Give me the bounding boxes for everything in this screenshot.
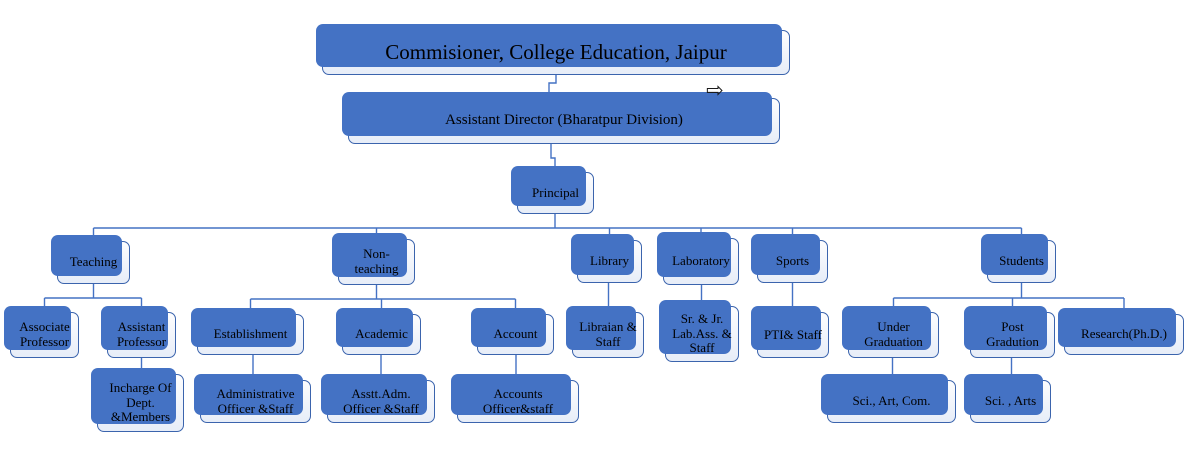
node-librarian-staff: Libraian & Staff — [566, 306, 644, 358]
node-accounts-officer: Accounts Officer&staff — [451, 374, 579, 423]
node-sports: Sports — [751, 234, 828, 283]
node-under-graduation: Under Graduation — [842, 306, 939, 358]
node-sci-arts: Sci. , Arts — [964, 374, 1051, 423]
node-label: Academic — [355, 326, 408, 342]
node-assistant-director: Assistant Director (Bharatpur Division) — [342, 92, 780, 144]
node-administrative-officer: Administrative Officer &Staff — [194, 374, 311, 423]
node-library: Library — [571, 234, 642, 283]
node-teaching: Teaching — [51, 235, 130, 284]
node-research-phd: Research(Ph.D.) — [1058, 308, 1184, 355]
node-label: Laboratory — [672, 253, 730, 269]
node-establishment: Establishment — [191, 308, 304, 355]
node-label: Accounts Officer&staff — [482, 385, 554, 416]
node-label: Assistant Director (Bharatpur Division) — [445, 112, 683, 129]
node-label: Asstt.Adm. Officer &Staff — [343, 385, 419, 416]
node-principal: Principal — [511, 166, 594, 214]
node-label: Library — [590, 253, 629, 269]
node-academic: Academic — [336, 308, 421, 355]
node-sci-art-com: Sci., Art, Com. — [821, 374, 956, 423]
node-label: Students — [999, 253, 1044, 269]
node-label: Commisioner, College Education, Jaipur — [385, 40, 727, 65]
node-label: Libraian & Staff — [579, 319, 637, 349]
node-label: Under Graduation — [864, 319, 923, 349]
node-pti-staff: PTI& Staff — [751, 306, 829, 358]
node-laboratory: Laboratory — [657, 232, 739, 285]
right-arrow-icon: ⇨ — [706, 78, 724, 102]
node-label: Associate Professor — [19, 319, 70, 349]
node-label: Principal — [532, 184, 579, 200]
node-label: Sci., Art, Com. — [852, 393, 931, 409]
node-commissioner: Commisioner, College Education, Jaipur — [316, 24, 790, 75]
node-lab-assistants: Sr. & Jr. Lab.Ass. & Staff — [659, 300, 739, 362]
node-post-graduation: Post Gradution — [964, 306, 1055, 358]
node-label: Account — [493, 326, 538, 342]
node-label: Incharge Of Dept. &Members — [109, 379, 172, 425]
node-label: Sci. , Arts — [984, 393, 1037, 409]
node-label: Assistant Professor — [116, 319, 167, 349]
node-students: Students — [981, 234, 1056, 283]
node-assistant-professor: Assistant Professor — [101, 306, 176, 358]
node-label: Establishment — [213, 326, 288, 342]
node-label: Sports — [775, 253, 810, 269]
node-account: Account — [471, 308, 554, 355]
node-label: PTI& Staff — [764, 326, 822, 342]
node-label: Administrative Officer &Staff — [216, 385, 295, 416]
node-incharge-dept: Incharge Of Dept. &Members — [91, 368, 184, 432]
node-associate-professor: Associate Professor — [4, 306, 79, 358]
node-label: Post Gradution — [986, 319, 1039, 349]
node-label: Teaching — [69, 254, 118, 270]
node-label: Research(Ph.D.) — [1081, 326, 1167, 342]
node-label: Non-teaching — [354, 246, 399, 276]
node-label: Sr. & Jr. Lab.Ass. & Staff — [672, 310, 732, 356]
node-non-teaching: Non-teaching — [332, 233, 415, 285]
node-asstt-adm-officer: Asstt.Adm. Officer &Staff — [321, 374, 435, 423]
